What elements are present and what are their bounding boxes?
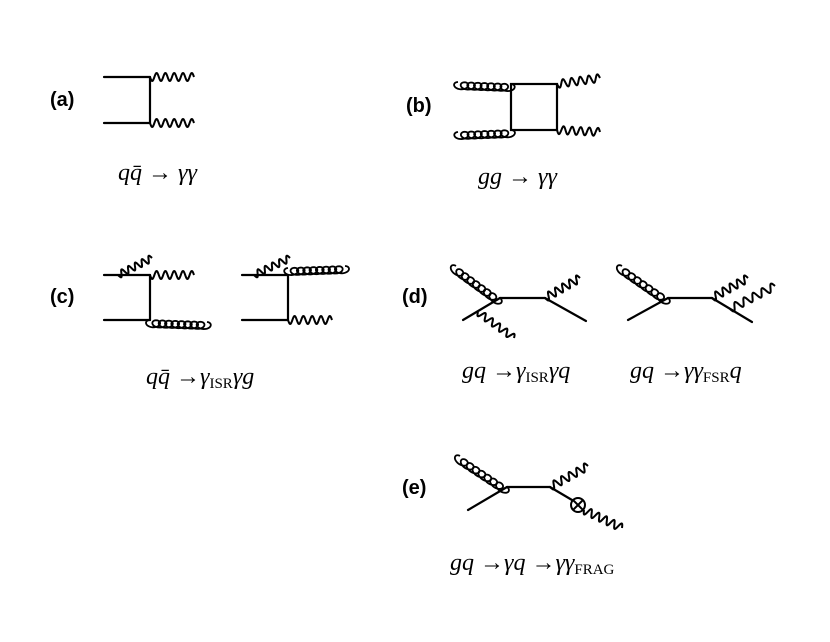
quark-line-in xyxy=(461,296,502,322)
panel-e: (e) gq →γq →γγFRAG xyxy=(402,454,624,578)
photon-line-top xyxy=(149,72,195,82)
photon-line-bottom xyxy=(149,118,195,128)
photon-line xyxy=(287,315,333,325)
frag-photon-line xyxy=(582,508,624,530)
gluon-line xyxy=(145,319,212,330)
panel-c-diagram-left xyxy=(102,254,212,330)
panel-c-diagram-right xyxy=(240,254,350,325)
panel-a-diagram xyxy=(102,72,195,128)
gluon-line xyxy=(283,265,350,276)
panel-e-label: (e) xyxy=(402,477,426,499)
isr-photon-line xyxy=(476,311,516,339)
isr-photon-line xyxy=(117,254,153,279)
gluon-line-bottom xyxy=(453,129,516,140)
panel-d-diagram-right xyxy=(615,264,776,324)
quark-line-out xyxy=(543,296,588,323)
photon-line xyxy=(549,462,589,491)
gluon-line xyxy=(615,264,671,305)
panel-d: (d) gq →γISRγq gq →γγFSRq xyxy=(402,264,776,386)
gluon-line xyxy=(453,454,510,494)
panel-c-caption: qq̄ →γISRγg xyxy=(146,364,254,392)
photon-line xyxy=(544,274,581,302)
panel-b: (b) gg → γγ xyxy=(406,73,601,190)
quark-box-loop xyxy=(509,82,559,132)
quark-line-in xyxy=(626,296,670,322)
gluon-line-top xyxy=(453,81,516,92)
panel-d-caption-right: gq →γγFSRq xyxy=(630,358,742,386)
panel-a-label: (a) xyxy=(50,89,74,111)
quark-line-in xyxy=(466,485,509,512)
panel-a: (a) qq̄ → γγ xyxy=(50,72,197,186)
panel-d-caption-left: gq →γISRγq xyxy=(462,358,570,386)
photon-line-bottom xyxy=(556,125,601,137)
photon-line-top xyxy=(556,73,601,89)
panel-d-diagram-left xyxy=(449,264,588,339)
panel-a-caption: qq̄ → γγ xyxy=(118,160,197,186)
gluon-line xyxy=(449,264,503,305)
fragmentation-vertex-icon xyxy=(570,497,586,513)
panel-e-diagram xyxy=(453,454,624,530)
photon-line xyxy=(149,270,195,280)
panel-b-diagram xyxy=(453,73,601,140)
panel-c-label: (c) xyxy=(50,286,74,308)
panel-c: (c) qq̄ →γISRγg xyxy=(50,254,350,392)
panel-d-label: (d) xyxy=(402,286,428,308)
panel-e-caption: gq →γq →γγFRAG xyxy=(450,550,615,578)
panel-b-caption: gg → γγ xyxy=(478,164,557,190)
panel-b-label: (b) xyxy=(406,95,432,117)
isr-photon-line xyxy=(253,254,291,279)
fsr-photon-line xyxy=(729,282,776,313)
photon-line xyxy=(711,274,749,302)
